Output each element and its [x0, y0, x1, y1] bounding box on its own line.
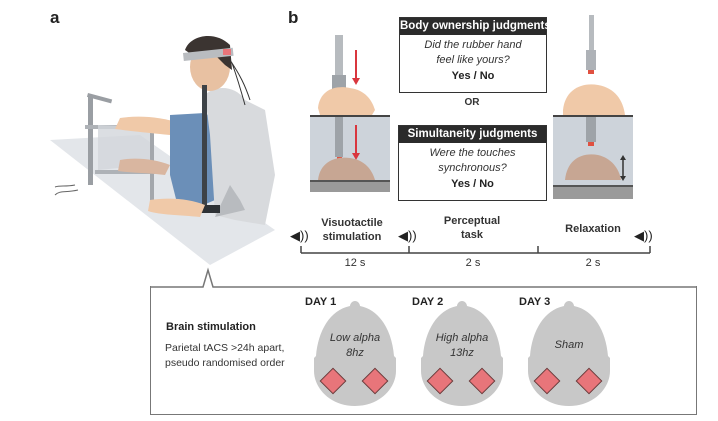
duration-visuotactile: 12 s	[344, 257, 366, 269]
duration-relaxation: 2 s	[585, 257, 601, 269]
tacs-headband	[183, 47, 234, 61]
head-icon	[314, 301, 396, 406]
electrode-icon	[426, 367, 454, 395]
phase-label-line1: Perceptual	[443, 215, 501, 227]
or-separator: OR	[464, 97, 480, 108]
hidden-real-hand	[565, 154, 621, 180]
phase-perceptual-label: Perceptual task	[432, 214, 512, 242]
condition-line2: 13hz	[450, 347, 474, 359]
electrode-icon	[468, 367, 496, 395]
brush-robot	[589, 15, 594, 60]
relaxation-illustration	[553, 15, 633, 199]
phase-label-line1: Relaxation	[565, 223, 621, 235]
electrode-icon	[361, 367, 389, 395]
electrode-icon	[575, 367, 603, 395]
rubber-hand	[563, 84, 625, 115]
description-line1: Parietal tACS >24h apart,	[165, 342, 285, 354]
speaker-icon: ◀))	[290, 228, 309, 243]
chin-rest-pole	[202, 85, 207, 210]
head-icon	[528, 301, 610, 406]
hidden-real-hand	[118, 158, 170, 175]
stimulation-box-top-border	[150, 267, 696, 288]
electrode-icon	[533, 367, 561, 395]
phase-relaxation-label: Relaxation	[553, 222, 633, 236]
panel-label-a: a	[50, 8, 60, 27]
brain-stimulation-title: Brain stimulation	[166, 321, 256, 333]
downward-arrow-icon	[352, 78, 360, 85]
body-ownership-title: Body ownership judgments	[400, 18, 551, 35]
body-ownership-response: Yes / No	[451, 70, 495, 82]
rubber-hand	[318, 87, 375, 115]
tacs-wires	[229, 59, 251, 106]
day1-head-diagram: DAY 1 Low alpha 8hz	[305, 296, 405, 411]
speaker-icon: ◀))	[398, 228, 417, 243]
brain-stimulation-box	[150, 286, 697, 415]
speaker-icon: ◀))	[634, 228, 653, 243]
simultaneity-question-line2: synchronous?	[438, 162, 507, 174]
visuotactile-stimulation-illustration	[310, 35, 390, 192]
simultaneity-question-line1: Were the touches	[429, 147, 516, 159]
day2-head-diagram: DAY 2 High alpha 13hz	[412, 296, 512, 411]
brush-robot	[335, 35, 343, 90]
condition-line2: 8hz	[346, 347, 364, 359]
hidden-real-hand	[318, 157, 375, 180]
day3-head-diagram: DAY 3 Sham	[519, 296, 619, 411]
day-label: DAY 1	[305, 296, 337, 308]
phase-label-line1: Visuotactile	[321, 217, 383, 229]
brain-stimulation-description: Parietal tACS >24h apart, pseudo randomi…	[165, 341, 285, 371]
day-label: DAY 3	[519, 296, 551, 308]
day-label: DAY 2	[412, 296, 444, 308]
experimental-setup-illustration	[50, 35, 275, 265]
simultaneity-title: Simultaneity judgments	[399, 126, 546, 143]
simultaneity-response: Yes / No	[451, 178, 494, 190]
description-line2: pseudo randomised order	[165, 357, 285, 369]
phase-label-line2: task	[460, 229, 484, 241]
condition-line1: Sham	[554, 339, 584, 351]
head-icon	[421, 301, 503, 406]
participant-visible-hand	[148, 198, 205, 217]
lab-coat	[205, 88, 275, 226]
simultaneity-judgment-box: Simultaneity judgments Were the touches …	[398, 125, 547, 201]
body-ownership-question-line1: Did the rubber hand	[424, 39, 522, 51]
downward-arrow-icon	[352, 153, 360, 160]
rubber-hand	[115, 116, 180, 135]
body-ownership-judgment-box: Body ownership judgments Did the rubber …	[399, 17, 551, 93]
tacs-electrode	[223, 49, 231, 55]
timeline-axis	[300, 246, 651, 254]
electrode-icon	[319, 367, 347, 395]
panel-label-b: b	[288, 8, 299, 27]
phase-label-line2: stimulation	[322, 231, 382, 243]
duration-perceptual: 2 s	[465, 257, 481, 269]
condition-line1: Low alpha	[329, 332, 381, 344]
body-ownership-question-line2: feel like yours?	[436, 54, 510, 66]
phase-visuotactile-label: Visuotactile stimulation	[312, 216, 392, 244]
condition-line1: High alpha	[435, 332, 489, 344]
